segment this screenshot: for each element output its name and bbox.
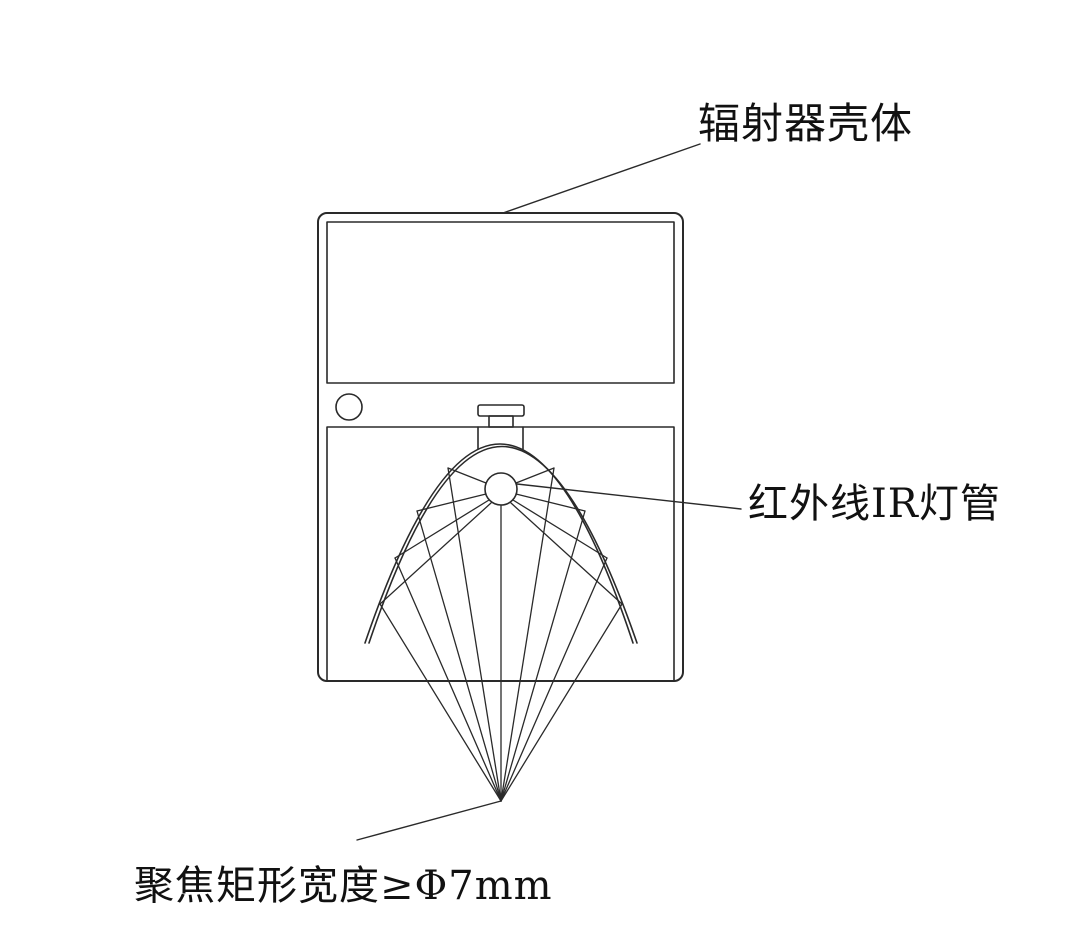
- focus-width-label: 聚焦矩形宽度≥Φ7mm: [134, 863, 553, 909]
- ir-lamp-label: 红外线IR灯管: [748, 481, 1001, 527]
- housing-label: 辐射器壳体: [698, 99, 914, 148]
- housing-leader-line: [502, 143, 701, 214]
- incident-rays: [379, 467, 623, 605]
- reflected-rays: [379, 467, 623, 802]
- lamp-holder: [477, 404, 525, 450]
- indicator-circle: [335, 393, 363, 421]
- upper-panel: [326, 221, 675, 384]
- ir-lamp-leader-line: [516, 483, 742, 510]
- ir-lamp-icon: [484, 472, 518, 506]
- parabolic-reflector: [364, 443, 638, 644]
- focus-leader-line: [356, 800, 502, 841]
